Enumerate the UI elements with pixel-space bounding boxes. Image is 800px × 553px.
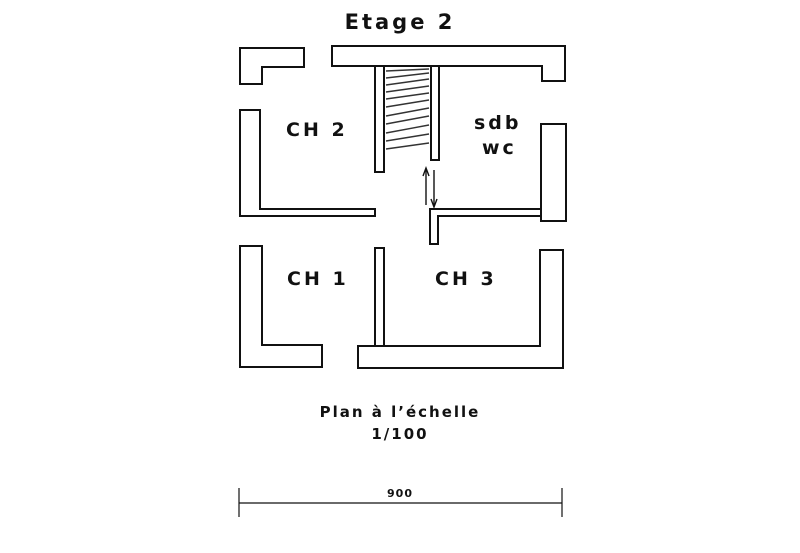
wall-ch2-left	[239, 109, 376, 217]
wall-stair-right	[430, 65, 440, 161]
dimension-line	[238, 488, 563, 517]
wall-top-left-corner	[239, 47, 305, 85]
room-label-sdb: sdb	[474, 112, 522, 134]
room-label-ch2: CH 2	[286, 119, 348, 141]
wall-ch1	[239, 245, 323, 368]
staircase-icon	[385, 68, 430, 150]
wall-sdb-right	[540, 123, 567, 222]
floor-title: Etage 2	[344, 10, 456, 34]
wall-ch3	[357, 249, 564, 369]
scale-caption: Plan à l’échelle	[319, 403, 481, 421]
dimension-value: 900	[387, 487, 413, 500]
room-label-wc: wc	[482, 137, 517, 159]
wall-sdb-bottom	[429, 208, 542, 245]
wall-middle	[374, 247, 385, 347]
scale-value: 1/100	[371, 425, 429, 443]
room-label-ch1: CH 1	[287, 268, 349, 290]
room-label-ch3: CH 3	[435, 268, 497, 290]
wall-top-right	[331, 45, 566, 82]
sliding-door-icon	[422, 166, 438, 209]
wall-stair-left	[374, 65, 385, 173]
